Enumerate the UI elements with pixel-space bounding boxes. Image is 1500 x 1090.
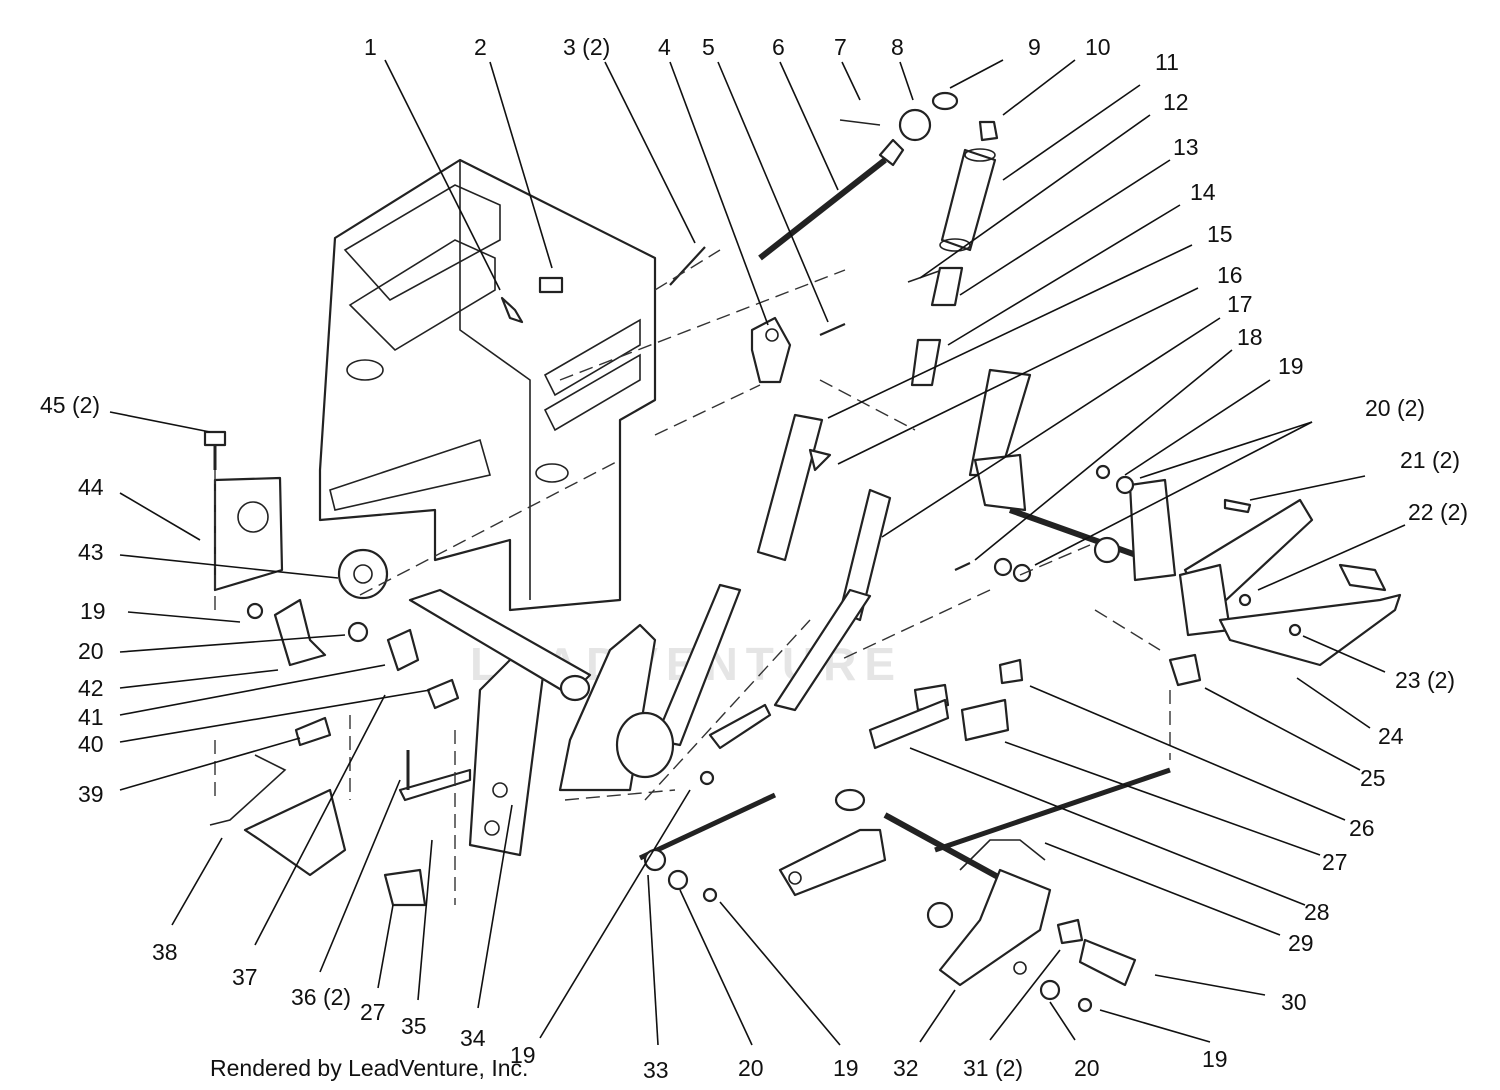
callout-29: 29	[1288, 930, 1314, 956]
callout-39: 39	[78, 781, 104, 807]
callout-26: 26	[1349, 815, 1375, 841]
callout-5: 5	[702, 34, 715, 60]
callout-34: 34	[460, 1025, 486, 1051]
callout-38: 38	[152, 939, 178, 965]
callout-27-left: 27	[360, 999, 386, 1025]
callout-2: 2	[474, 34, 487, 60]
callout-3: 3 (2)	[563, 34, 610, 60]
callout-23: 23 (2)	[1395, 667, 1455, 693]
callout-18: 18	[1237, 324, 1263, 350]
callout-13: 13	[1173, 134, 1199, 160]
callout-11: 11	[1155, 49, 1179, 75]
callout-19-bottom-right: 19	[1202, 1046, 1228, 1072]
callout-31: 31 (2)	[963, 1055, 1023, 1081]
callout-36: 36 (2)	[291, 984, 351, 1010]
callout-42: 42	[78, 675, 104, 701]
callout-7: 7	[834, 34, 847, 60]
callout-43: 43	[78, 539, 104, 565]
callout-32: 32	[893, 1055, 919, 1081]
callout-8: 8	[891, 34, 904, 60]
callout-20-bottom: 20	[738, 1055, 764, 1081]
callout-30: 30	[1281, 989, 1307, 1015]
callout-40: 40	[78, 731, 104, 757]
callout-37: 37	[232, 964, 258, 990]
callout-19-top: 19	[1278, 353, 1304, 379]
callout-1: 1	[364, 34, 377, 60]
callout-10: 10	[1085, 34, 1111, 60]
callout-9: 9	[1028, 34, 1041, 60]
callout-12: 12	[1163, 89, 1189, 115]
callout-24: 24	[1378, 723, 1404, 749]
assembly-lines	[214, 249, 1171, 905]
callout-19-left: 19	[80, 598, 106, 624]
callout-20-left: 20	[78, 638, 104, 664]
credit-text: Rendered by LeadVenture, Inc.	[210, 1055, 528, 1081]
parts-drawing	[203, 91, 1402, 1013]
callout-20-bottom-right: 20	[1074, 1055, 1100, 1081]
callout-27-right: 27	[1322, 849, 1348, 875]
callout-21: 21 (2)	[1400, 447, 1460, 473]
callout-17: 17	[1227, 291, 1253, 317]
callout-25: 25	[1360, 765, 1386, 791]
callout-28: 28	[1304, 899, 1330, 925]
callout-33: 33	[643, 1057, 669, 1083]
callout-22: 22 (2)	[1408, 499, 1468, 525]
callout-45: 45 (2)	[40, 392, 100, 418]
callout-14: 14	[1190, 179, 1216, 205]
callouts: 1 2 3 (2) 4 5 6 7 8 9 10 11 12 13 14 15 …	[40, 34, 1468, 1083]
callout-19-bottom-left: 19	[510, 1042, 536, 1068]
callout-19-bottom: 19	[833, 1055, 859, 1081]
callout-41: 41	[78, 704, 104, 730]
callout-20-top: 20 (2)	[1365, 395, 1425, 421]
callout-16: 16	[1217, 262, 1243, 288]
callout-35: 35	[401, 1013, 427, 1039]
callout-4: 4	[658, 34, 671, 60]
callout-44: 44	[78, 474, 104, 500]
callout-6: 6	[772, 34, 785, 60]
callout-15: 15	[1207, 221, 1233, 247]
leader-lines	[109, 59, 1406, 1046]
